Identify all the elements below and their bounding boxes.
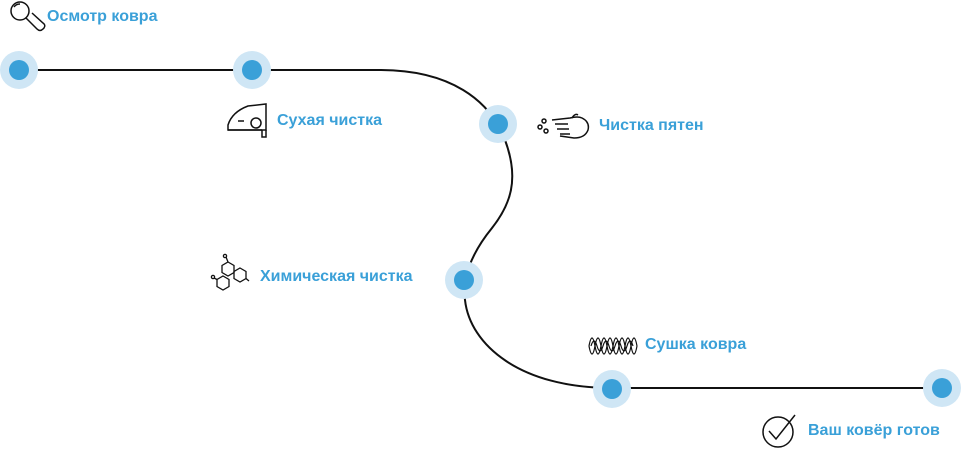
step-node-5 [593, 370, 631, 408]
process-path [19, 69, 942, 389]
step-label-drying: Сушка ковра [645, 336, 747, 353]
step-node-4 [445, 261, 483, 299]
step-node-6 [923, 369, 961, 407]
hand-spray-icon [537, 113, 590, 139]
waves-icon [588, 337, 638, 355]
step-node-1 [0, 51, 38, 89]
step-label-dry-cleaning: Сухая чистка [277, 112, 382, 129]
check-circle-icon [762, 414, 796, 448]
magnifier-icon [10, 1, 46, 32]
step-node-2 [233, 51, 271, 89]
step-label-inspection: Осмотр ковра [47, 8, 158, 25]
step-label-ready: Ваш ковёр готов [808, 422, 940, 439]
step-node-3 [479, 105, 517, 143]
step-label-chemical-cleaning: Химическая чистка [260, 268, 413, 285]
vacuum-cleaner-icon [227, 103, 267, 138]
molecule-icon [210, 253, 250, 291]
step-label-stain-cleaning: Чистка пятен [599, 117, 704, 134]
